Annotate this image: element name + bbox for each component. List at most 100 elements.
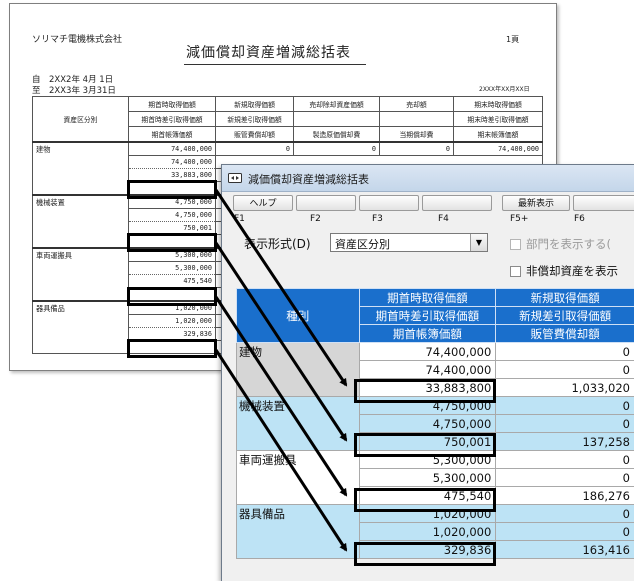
report-category: 器具備品 xyxy=(33,301,129,354)
grid-row[interactable]: 機械装置 4,750,000 0 xyxy=(237,397,634,415)
report-value: 5,300,000 xyxy=(129,262,216,275)
grid-header[interactable]: 期首時取得価額 xyxy=(359,289,496,307)
report-value: 0 xyxy=(294,142,380,156)
show-dept-checkbox[interactable] xyxy=(510,239,521,250)
f6-button[interactable] xyxy=(573,195,634,211)
report-header-category: 資産区分別 xyxy=(33,97,129,143)
report-title: 減価償却資産増減総括表 xyxy=(186,42,351,62)
grid-cell[interactable]: 0 xyxy=(496,469,634,487)
grid-cell[interactable]: 186,276 xyxy=(496,487,634,505)
fkey-label: F6 xyxy=(574,214,585,224)
window-title: 減価償却資産増減総括表 xyxy=(248,171,369,187)
report-header-cell: 売却額 xyxy=(380,97,454,112)
grid-cell[interactable]: 1,033,020 xyxy=(496,379,634,397)
report-category: 建物 xyxy=(33,142,129,195)
grid-header[interactable]: 販管費償却額 xyxy=(496,325,634,343)
grid-cell[interactable]: 4,750,000 xyxy=(359,415,496,433)
show-nondep-checkbox[interactable] xyxy=(510,266,521,277)
grid-header[interactable]: 新規差引取得価額 xyxy=(496,307,634,325)
grid-cell[interactable]: 137,258 xyxy=(496,433,634,451)
report-category: 機械装置 xyxy=(33,195,129,248)
report-value: 74,400,000 xyxy=(454,142,543,156)
report-value: 475,540 xyxy=(129,275,216,288)
fkey-label: F2 xyxy=(310,214,321,224)
report-header-cell: 売却除却資産価額 xyxy=(294,97,380,112)
grid-cell[interactable]: 329,836 xyxy=(359,541,496,559)
report-row: 建物 74,400,000 0 0 0 74,400,000 xyxy=(33,142,543,156)
report-value: 1,020,000 xyxy=(129,315,216,328)
company-name: ソリマチ電機株式会社 xyxy=(32,32,122,45)
grid-cell[interactable]: 0 xyxy=(496,343,634,361)
report-header-cell: 新規差引取得価額 xyxy=(216,112,294,127)
grid-cell[interactable]: 475,540 xyxy=(359,487,496,505)
show-nondep-label: 非償却資産を表示 xyxy=(526,263,618,279)
title-bar[interactable]: 減価償却資産増減総括表 xyxy=(222,165,634,192)
show-dept-label: 部門を表示する( xyxy=(526,236,611,252)
fkey-label: F5+ xyxy=(510,214,528,224)
report-value: 0 xyxy=(380,142,454,156)
grid-header[interactable]: 期首時差引取得価額 xyxy=(359,307,496,325)
dropdown-arrow-icon[interactable]: ▼ xyxy=(470,234,487,251)
grid-header-category[interactable]: 種別 xyxy=(237,289,360,343)
grid-category[interactable]: 機械装置 xyxy=(237,397,360,451)
report-value: 750,001 xyxy=(129,222,216,235)
report-value: 74,400,000 xyxy=(129,156,216,169)
report-value: 0 xyxy=(216,142,294,156)
report-header-cell: 期首帳簿価額 xyxy=(129,127,216,143)
grid-cell[interactable]: 0 xyxy=(496,361,634,379)
report-value: 5,300,000 xyxy=(129,248,216,262)
grid-row[interactable]: 車両運搬具 5,300,000 0 xyxy=(237,451,634,469)
report-value: 4,750,000 xyxy=(129,195,216,209)
grid-cell[interactable]: 1,020,000 xyxy=(359,523,496,541)
report-header-cell: 期末時差引取得価額 xyxy=(454,112,543,127)
app-window: 減価償却資産増減総括表 ヘルプ 最新表示 F1 F2 F3 F4 F5+ F6 … xyxy=(221,164,634,581)
f4-button[interactable] xyxy=(422,195,492,211)
f3-button[interactable] xyxy=(359,195,419,211)
report-header-cell: 当期償却費 xyxy=(380,127,454,143)
report-value: 4,750,000 xyxy=(129,209,216,222)
grid-cell[interactable]: 750,001 xyxy=(359,433,496,451)
grid-cell[interactable]: 0 xyxy=(496,505,634,523)
fkey-label: F1 xyxy=(234,214,245,224)
report-value: 74,400,000 xyxy=(129,142,216,156)
grid-cell[interactable]: 5,300,000 xyxy=(359,451,496,469)
grid-cell[interactable]: 1,020,000 xyxy=(359,505,496,523)
app-icon xyxy=(228,172,242,184)
report-header-cell: 期末時取得価額 xyxy=(454,97,543,112)
display-format-value: 資産区分別 xyxy=(335,236,390,252)
grid-header[interactable]: 期首帳簿価額 xyxy=(359,325,496,343)
grid-cell[interactable]: 4,750,000 xyxy=(359,397,496,415)
print-date: 2XXX年XX月XX日 xyxy=(479,84,530,93)
grid-category[interactable]: 車両運搬具 xyxy=(237,451,360,505)
report-value: 329,836 xyxy=(129,328,216,341)
help-button[interactable]: ヘルプ xyxy=(233,195,293,211)
grid-header[interactable]: 新規取得価額 xyxy=(496,289,634,307)
grid-cell[interactable]: 0 xyxy=(496,415,634,433)
report-category: 車両運搬具 xyxy=(33,248,129,301)
report-header-cell: 期首時差引取得価額 xyxy=(129,112,216,127)
title-underline xyxy=(184,64,366,65)
grid-cell[interactable]: 74,400,000 xyxy=(359,343,496,361)
report-header-cell: 期首時取得価額 xyxy=(129,97,216,112)
grid-cell[interactable]: 0 xyxy=(496,523,634,541)
grid-cell[interactable]: 5,300,000 xyxy=(359,469,496,487)
grid-category[interactable]: 器具備品 xyxy=(237,505,360,559)
grid-cell[interactable]: 0 xyxy=(496,397,634,415)
report-header-cell: 新規取得価額 xyxy=(216,97,294,112)
report-header-cell: 販管費償却額 xyxy=(216,127,294,143)
refresh-button[interactable]: 最新表示 xyxy=(502,195,570,211)
grid-cell[interactable]: 0 xyxy=(496,451,634,469)
grid-cell[interactable]: 74,400,000 xyxy=(359,361,496,379)
grid-cell[interactable]: 163,416 xyxy=(496,541,634,559)
f2-button[interactable] xyxy=(296,195,356,211)
grid-row[interactable]: 建物 74,400,000 0 xyxy=(237,343,634,361)
display-format-select[interactable]: 資産区分別 ▼ xyxy=(330,233,488,252)
report-header-cell: 期末帳簿価額 xyxy=(454,127,543,143)
grid-cell[interactable]: 33,883,800 xyxy=(359,379,496,397)
period-to: 至 2XX3年 3月31日 xyxy=(32,84,116,96)
grid-row[interactable]: 器具備品 1,020,000 0 xyxy=(237,505,634,523)
display-format-label: 表示形式(D) xyxy=(244,235,311,252)
fkey-label: F3 xyxy=(372,214,383,224)
grid-category[interactable]: 建物 xyxy=(237,343,360,397)
page-number: 1頁 xyxy=(506,34,519,45)
